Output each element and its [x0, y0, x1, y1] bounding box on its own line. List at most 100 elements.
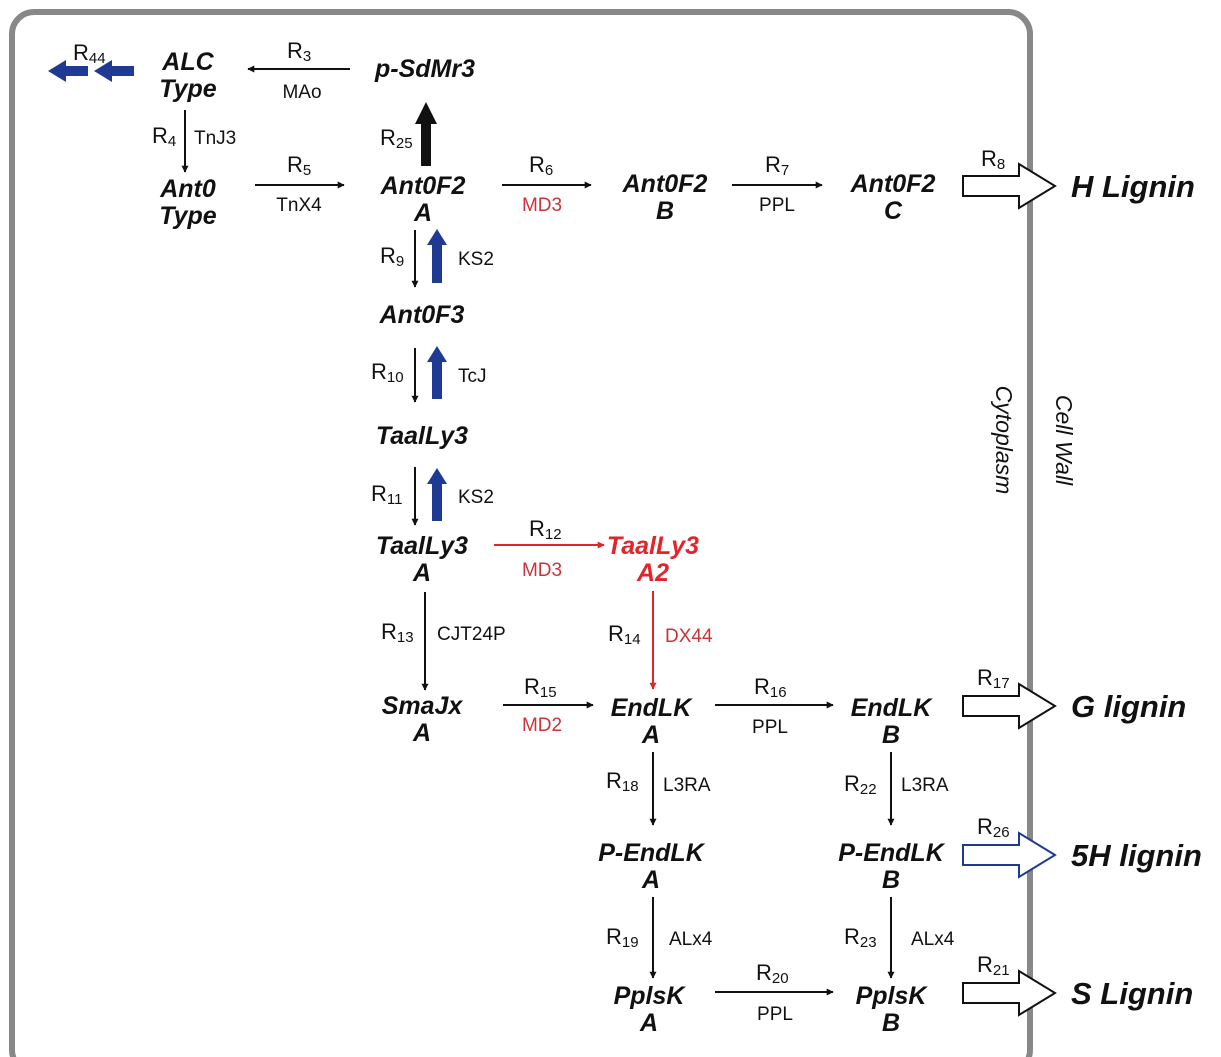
- reaction-r5: R5 TnX4: [255, 152, 345, 216]
- blue-arrow-left-icon: [48, 60, 88, 82]
- svg-text:R23: R23: [844, 924, 877, 951]
- node-p-endlk-b: P-EndLK B: [838, 839, 945, 894]
- svg-text:CJT24P: CJT24P: [437, 624, 506, 645]
- svg-text:R8: R8: [981, 146, 1005, 173]
- reaction-r9: R9 KS2: [380, 229, 494, 288]
- reaction-r44: R44: [48, 40, 134, 82]
- svg-text:R25: R25: [380, 125, 413, 152]
- reaction-r19: R19 ALx4: [606, 897, 713, 979]
- svg-text:A2: A2: [636, 559, 669, 587]
- svg-text:B: B: [656, 197, 674, 225]
- cytoplasm-label: Cytoplasm: [991, 386, 1017, 495]
- svg-text:MD3: MD3: [522, 195, 562, 216]
- node-endlk-b: EndLK B: [851, 694, 933, 749]
- svg-text:R7: R7: [765, 152, 789, 179]
- svg-text:EndLK: EndLK: [611, 694, 693, 722]
- svg-text:P-EndLK: P-EndLK: [838, 839, 945, 867]
- svg-text:R17: R17: [977, 665, 1010, 692]
- svg-text:ALC: ALC: [161, 48, 214, 76]
- node-ant0f2-b: Ant0F2 B: [622, 170, 708, 225]
- reaction-r13: R13 CJT24P: [381, 592, 506, 691]
- svg-text:PPL: PPL: [757, 1004, 793, 1025]
- reaction-r3: R3 MAo: [247, 38, 350, 103]
- svg-text:Type: Type: [159, 202, 217, 230]
- svg-text:Type: Type: [159, 75, 217, 103]
- svg-text:R11: R11: [371, 481, 402, 508]
- svg-text:TaalLy3: TaalLy3: [376, 422, 468, 450]
- reaction-r25: R25: [380, 102, 437, 166]
- cell-wall-label: Cell Wall: [1051, 395, 1077, 486]
- export-arrow-icon: [962, 969, 1057, 1017]
- svg-text:PPL: PPL: [759, 195, 795, 216]
- reaction-r22: R22 L3RA: [844, 752, 949, 826]
- svg-text:A: A: [641, 721, 660, 749]
- blue-arrow-up-icon: [427, 346, 447, 399]
- svg-text:Ant0F2: Ant0F2: [380, 172, 466, 200]
- svg-text:A: A: [639, 1009, 658, 1037]
- svg-text:TaalLy3: TaalLy3: [376, 532, 468, 560]
- svg-text:R14: R14: [608, 621, 641, 648]
- svg-text:KS2: KS2: [458, 249, 494, 270]
- svg-text:MAo: MAo: [282, 82, 321, 103]
- product-5h-lignin: 5H lignin: [1071, 838, 1202, 873]
- svg-text:R20: R20: [756, 960, 789, 987]
- svg-text:ALx4: ALx4: [911, 929, 955, 950]
- reaction-r12: R12 MD3: [494, 516, 605, 581]
- svg-text:R4: R4: [152, 123, 176, 150]
- svg-text:TaalLy3: TaalLy3: [607, 532, 699, 560]
- svg-text:B: B: [882, 721, 900, 749]
- product-g-lignin: G lignin: [1071, 689, 1186, 724]
- reaction-r16: R16 PPL: [715, 674, 834, 738]
- node-ant0f2-a: Ant0F2 A: [380, 172, 466, 227]
- svg-text:R12: R12: [529, 516, 562, 543]
- svg-text:R22: R22: [844, 771, 877, 798]
- svg-text:R19: R19: [606, 924, 639, 951]
- svg-text:A: A: [412, 719, 431, 747]
- svg-text:TnX4: TnX4: [276, 195, 322, 216]
- svg-text:R18: R18: [606, 768, 639, 795]
- svg-text:R6: R6: [529, 152, 553, 179]
- node-ant0f2-c: Ant0F2 C: [850, 170, 936, 225]
- svg-text:R5: R5: [287, 152, 311, 179]
- svg-text:TcJ: TcJ: [458, 366, 487, 387]
- svg-text:p-SdMr3: p-SdMr3: [374, 55, 475, 83]
- svg-text:R9: R9: [380, 243, 404, 270]
- reaction-r11: R11 KS2: [371, 467, 494, 526]
- black-arrow-up-icon: [415, 102, 437, 166]
- blue-arrow-up-icon: [427, 229, 447, 283]
- svg-text:A: A: [412, 559, 431, 587]
- node-pplsk-b: PplsK B: [856, 982, 929, 1037]
- svg-text:KS2: KS2: [458, 487, 494, 508]
- svg-text:MD2: MD2: [522, 715, 562, 736]
- svg-text:C: C: [884, 197, 903, 225]
- svg-text:PPL: PPL: [752, 717, 788, 738]
- cytoplasm-frame: [9, 9, 1033, 1057]
- blue-arrow-left-icon: [94, 60, 134, 82]
- svg-text:Ant0F3: Ant0F3: [379, 301, 465, 329]
- node-alc-type: ALC Type: [159, 48, 217, 103]
- svg-text:Ant0F2: Ant0F2: [850, 170, 936, 198]
- svg-text:R3: R3: [287, 38, 311, 65]
- svg-text:EndLK: EndLK: [851, 694, 933, 722]
- svg-text:R15: R15: [524, 674, 557, 701]
- svg-text:DX44: DX44: [665, 626, 713, 647]
- svg-text:R26: R26: [977, 814, 1010, 841]
- svg-text:PplsK: PplsK: [856, 982, 929, 1010]
- reaction-r21: R21: [962, 952, 1057, 1017]
- reaction-r10: R10 TcJ: [371, 346, 487, 403]
- svg-text:B: B: [882, 1009, 900, 1037]
- node-smajx-a: SmaJx A: [382, 692, 464, 747]
- svg-text:Ant0F2: Ant0F2: [622, 170, 708, 198]
- reaction-r7: R7 PPL: [732, 152, 823, 216]
- svg-text:R21: R21: [977, 952, 1010, 979]
- svg-text:L3RA: L3RA: [663, 775, 711, 796]
- svg-text:A: A: [413, 199, 432, 227]
- product-s-lignin: S Lignin: [1071, 976, 1193, 1011]
- svg-text:ALx4: ALx4: [669, 929, 713, 950]
- reaction-r20: R20 PPL: [715, 960, 834, 1025]
- reaction-r23: R23 ALx4: [844, 897, 955, 979]
- node-ant0-type: Ant0 Type: [159, 175, 217, 230]
- export-arrow-icon: [962, 831, 1057, 879]
- reaction-r6: R6 MD3: [502, 152, 592, 216]
- node-taally3-a2: TaalLy3 A2: [607, 532, 699, 587]
